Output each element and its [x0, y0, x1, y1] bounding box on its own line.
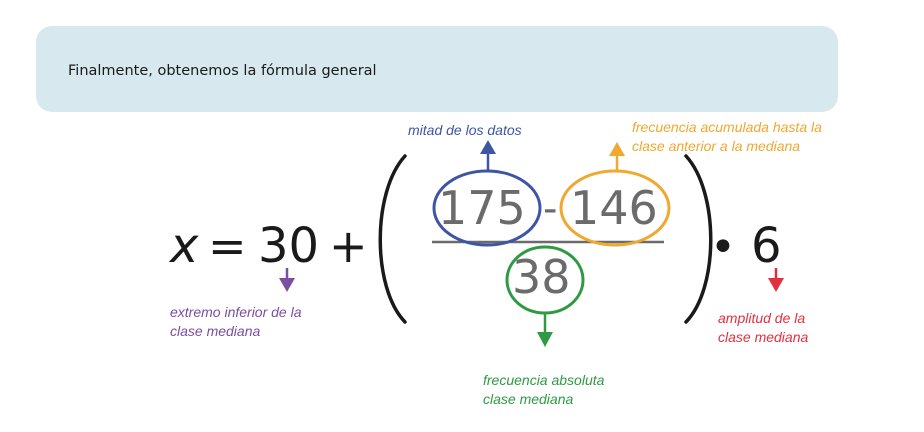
formula-variable: x — [168, 218, 199, 274]
arrow-down-purple-icon — [279, 268, 295, 292]
annotation-absolute-line-1: frecuencia absoluta — [483, 372, 605, 388]
annotation-absolute-frequency: frecuencia absoluta clase mediana — [483, 371, 604, 409]
formula-lower-limit: 30 — [258, 218, 319, 274]
annotation-absolute-line-2: clase mediana — [483, 391, 574, 407]
annotation-class-width: amplitud de la clase mediana — [718, 309, 808, 347]
intro-text: Finalmente, obtenemos la fórmula general — [68, 63, 377, 79]
numerator-left-value: 175 — [438, 181, 526, 235]
annotation-lower-limit-line-1: extremo inferior de la — [170, 304, 302, 320]
annotation-half-data-line-1: mitad de los datos — [408, 122, 522, 138]
arrow-up-orange-icon — [609, 142, 625, 170]
arrow-up-blue-icon — [480, 140, 496, 170]
numerator-minus-sign: - — [543, 186, 557, 232]
annotation-lower-limit-line-2: clase mediana — [170, 323, 261, 339]
intro-banner: Finalmente, obtenemos la fórmula general — [36, 26, 838, 112]
highlight-ellipse-half-data — [432, 169, 542, 247]
formula-plus-sign: + — [329, 219, 368, 273]
formula-class-width: 6 — [751, 218, 782, 274]
annotation-cumulative-line-2: clase anterior a la mediana — [632, 138, 801, 154]
annotation-class-width-line-2: clase mediana — [718, 329, 809, 345]
multiply-sign: • — [710, 222, 736, 273]
highlight-ellipse-cumulative — [559, 169, 671, 247]
arrow-down-green-icon — [537, 314, 553, 347]
right-parenthesis — [684, 154, 713, 324]
annotation-lower-limit: extremo inferior de la clase mediana — [170, 303, 302, 341]
denominator-value: 38 — [512, 250, 571, 304]
annotation-cumulative-frequency: frecuencia acumulada hasta la clase ante… — [632, 118, 822, 156]
highlight-ellipse-absolute — [505, 245, 585, 315]
annotation-half-data: mitad de los datos — [408, 121, 522, 140]
annotation-class-width-line-1: amplitud de la — [718, 310, 806, 326]
arrow-down-red-icon — [768, 268, 784, 292]
left-parenthesis — [378, 154, 407, 324]
annotation-cumulative-line-1: frecuencia acumulada hasta la — [632, 119, 822, 135]
formula-equals-sign: = — [208, 219, 247, 273]
numerator-right-value: 146 — [570, 181, 658, 235]
